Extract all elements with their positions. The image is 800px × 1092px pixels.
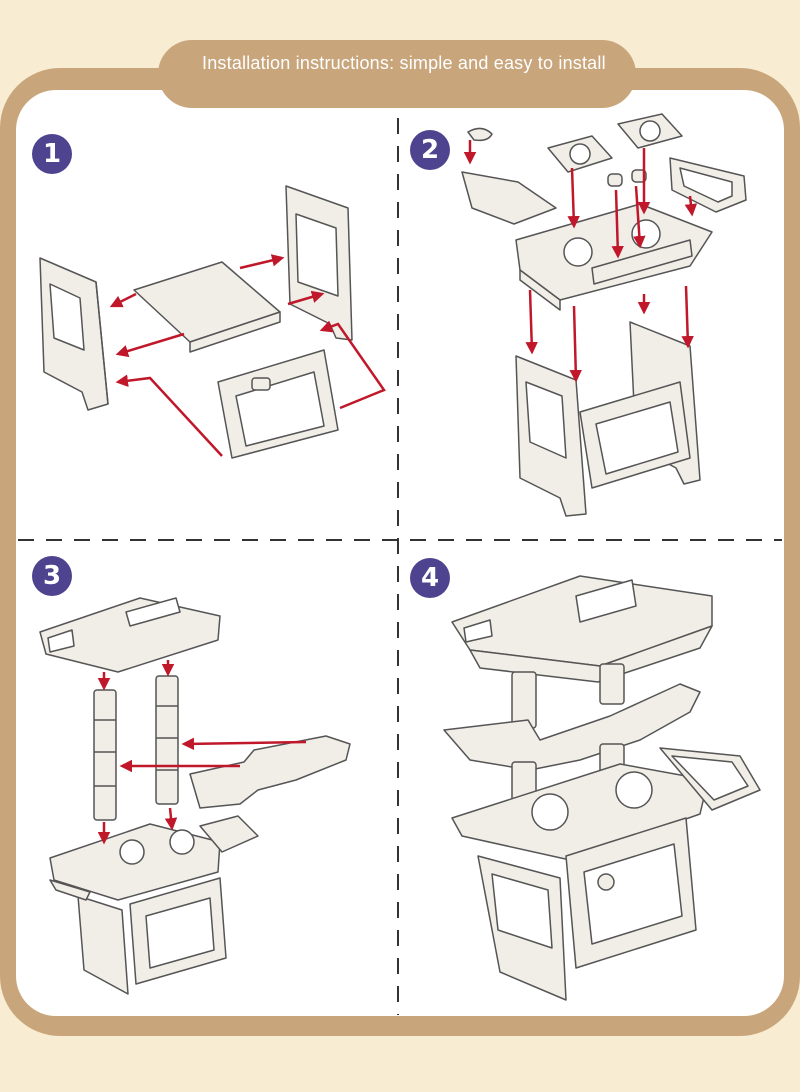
header-tab bbox=[158, 40, 636, 108]
step-badge-3: 3 bbox=[32, 556, 72, 596]
step-badge-1: 1 bbox=[32, 134, 72, 174]
step-badge-4: 4 bbox=[410, 558, 450, 598]
step-2-illustration bbox=[461, 113, 747, 517]
step-3-illustration bbox=[39, 597, 351, 995]
step-4-illustration bbox=[443, 575, 761, 1001]
step-badge-2: 2 bbox=[410, 130, 450, 170]
step-1-illustration bbox=[39, 185, 353, 459]
page-title: Installation instructions: simple and ea… bbox=[202, 53, 606, 73]
